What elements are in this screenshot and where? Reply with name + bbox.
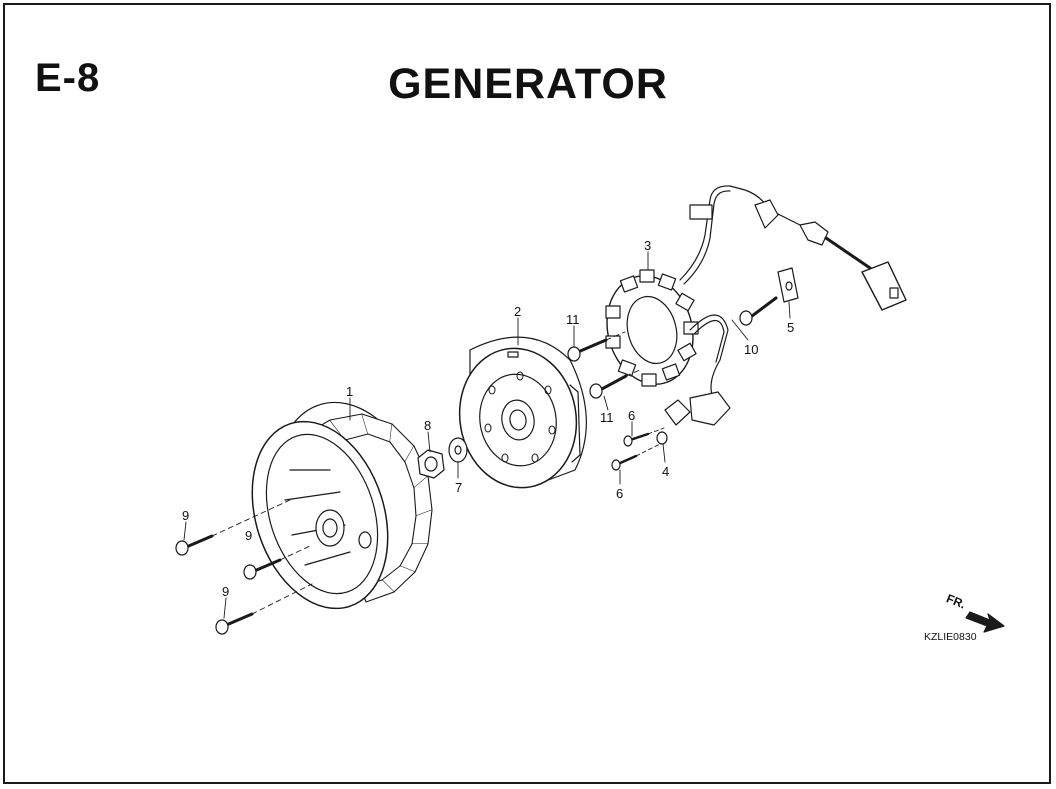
stator: [605, 269, 699, 387]
leader-lines: [183, 251, 791, 619]
bolt-9a: [175, 534, 214, 556]
callout-6b: 6: [616, 486, 623, 501]
pulse-generator: [656, 391, 731, 445]
callout-11b: 11: [600, 410, 614, 425]
bolt-10: [739, 296, 778, 326]
bolt-11a: [567, 338, 608, 362]
flywheel-nut: [417, 449, 445, 479]
screw-6b: [611, 454, 638, 471]
callout-4: 4: [662, 464, 669, 479]
callout-5: 5: [787, 320, 794, 335]
diagram-code: KZLIE0830: [924, 631, 977, 643]
front-direction-indicator: FR.: [944, 591, 1005, 633]
callout-9b: 9: [245, 528, 252, 543]
section-code: E-8: [35, 56, 101, 100]
bolt-11b: [589, 374, 628, 399]
washer: [448, 437, 468, 463]
flywheel-rotor: [458, 336, 587, 489]
callout-3: 3: [644, 238, 651, 253]
cooling-fan: [251, 401, 433, 610]
callout-6a: 6: [628, 408, 635, 423]
callout-2: 2: [514, 304, 521, 319]
screw-6a: [623, 432, 650, 447]
cable-clamp: [777, 267, 799, 303]
bolt-9c: [215, 612, 254, 635]
callout-10: 10: [744, 342, 758, 357]
callout-9c: 9: [222, 584, 229, 599]
bolts: [175, 296, 778, 635]
bolt-9b: [243, 558, 282, 580]
callout-7: 7: [455, 480, 462, 495]
callout-9a: 9: [182, 508, 189, 523]
callout-11a: 11: [566, 312, 580, 327]
callout-1: 1: [346, 384, 353, 399]
callout-8: 8: [424, 418, 431, 433]
page-title: GENERATOR: [388, 60, 668, 108]
wire-harness: [679, 185, 907, 396]
fr-label: FR.: [944, 591, 967, 611]
